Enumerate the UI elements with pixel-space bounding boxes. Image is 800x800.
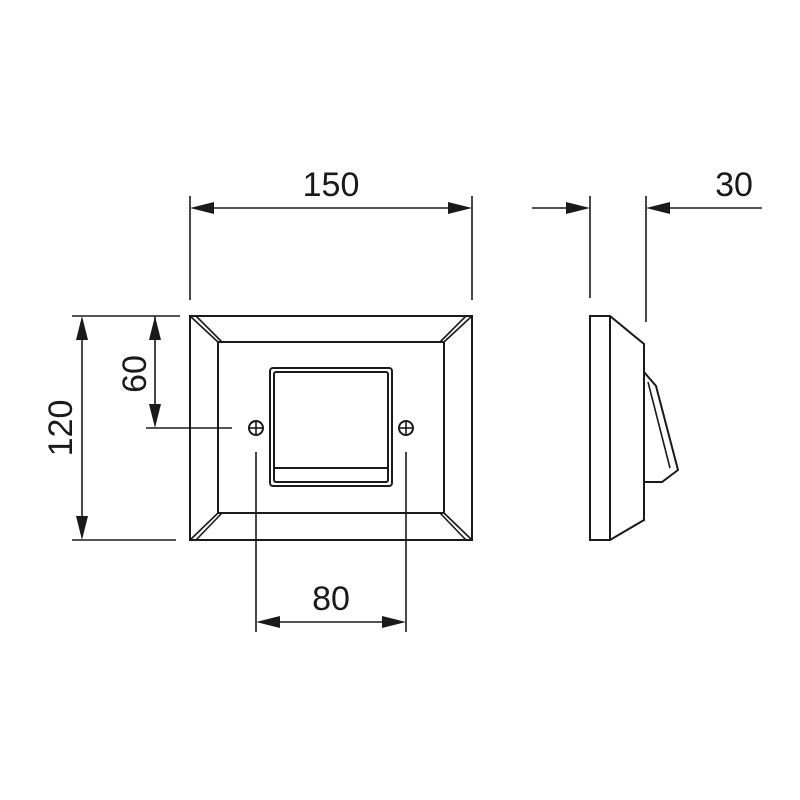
front-view: [189, 315, 473, 541]
screw-icon: [248, 420, 264, 436]
dimension-width: 150: [189, 166, 473, 300]
side-view: [589, 315, 680, 541]
dimension-height-label: 120: [42, 400, 80, 457]
dimension-depth: 30: [532, 166, 762, 322]
dimension-screw-spacing-label: 80: [312, 580, 350, 618]
dimension-half-height: 60: [116, 316, 232, 429]
bevel-corner-lines: [189, 315, 473, 541]
faceplate-outer-edge: [189, 315, 473, 541]
rocker-switch: [269, 367, 393, 487]
side-rocker-profile: [643, 371, 680, 483]
dimension-width-label: 150: [303, 166, 360, 204]
dimension-depth-label: 30: [715, 166, 753, 204]
dimension-half-height-label: 60: [116, 355, 154, 393]
screw-icon: [398, 420, 414, 436]
dimension-screw-spacing: 80: [255, 452, 407, 632]
dimension-height: 120: [42, 315, 180, 541]
side-faceplate-profile: [589, 315, 645, 541]
